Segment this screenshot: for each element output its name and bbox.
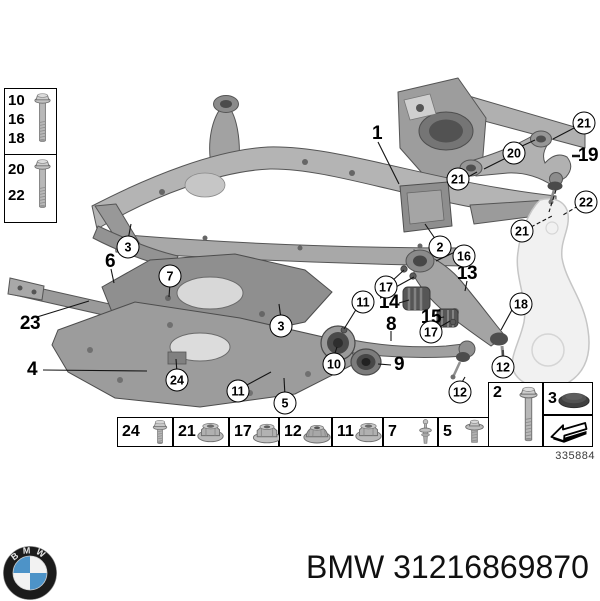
callout-16: 16 [452,244,476,268]
fastener-box-7: 7 [383,417,438,447]
fastener-box-number: 3 [548,389,557,407]
callout-11: 11 [351,290,375,314]
fastener-box-number: 5 [443,423,452,440]
legend-box-bolts: 10 16 18 20 22 [4,88,57,223]
fastener-box-12: 12 [279,417,332,447]
callout-9: 9 [393,354,405,375]
rivet-icon [418,419,433,446]
callout-24: 24 [165,368,189,392]
bmw-logo: BMW [3,545,57,600]
cap-icon [557,388,591,409]
locknut-icon [302,421,332,444]
callout-12: 12 [448,380,472,404]
flange-nut-icon [354,421,383,443]
callout-10: 10 [322,352,346,376]
fastener-box-number: 17 [234,423,252,440]
bolt-icon [152,419,168,446]
hexnut-washer-icon [252,421,282,444]
fastener-box-21: 21 [173,417,229,447]
callout-11: 11 [226,379,250,403]
callout-18: 18 [509,292,533,316]
callout-3: 3 [116,235,140,259]
callout-21: 21 [510,219,534,243]
fastener-box-3: 3 [543,382,593,415]
callout-21: 21 [446,167,470,191]
direction-arrow-box [543,415,593,447]
callout-4: 4 [26,359,38,380]
screw-washer-icon [464,419,485,445]
bolt-long-icon [519,386,538,444]
flange-nut-icon [196,421,225,443]
callout-20: 20 [502,141,526,165]
legend-cell-2: 20 22 [5,155,56,222]
callout-22: 22 [574,190,598,214]
callout-2: 2 [428,235,452,259]
callout-6: 6 [104,251,116,272]
legend-number: 20 [8,161,25,178]
callout-19: 19 [577,145,599,166]
fastener-box-number: 2 [493,384,502,401]
callout-12: 12 [491,355,515,379]
drawing-number: 335884 [555,450,595,462]
legend-cell-1: 10 16 18 [5,89,56,155]
callout-5: 5 [273,391,297,415]
legend-numbers: 20 22 [8,157,32,209]
callout-17: 17 [374,275,398,299]
callout-23: 23 [19,313,41,334]
legend-number: 18 [8,130,25,147]
fastener-box-number: 12 [284,423,302,440]
fastener-box-2: 2 [488,382,543,447]
fastener-box-11: 11 [332,417,383,447]
fastener-box-number: 7 [388,423,397,440]
legend-number: 16 [8,111,25,128]
fastener-box-number: 11 [337,423,354,440]
legend-numbers: 10 16 18 [8,91,32,148]
callout-1: 1 [371,123,383,144]
callout-17: 17 [419,320,443,344]
fastener-box-24: 24 [117,417,173,447]
fastener-box-number: 24 [122,423,140,440]
callout-8: 8 [385,314,397,335]
fastener-box-17: 17 [229,417,279,447]
legend-number: 22 [8,187,25,204]
part-number-caption: BMW 31216869870 [306,549,589,585]
fastener-box-5: 5 [438,417,490,447]
callout-13: 13 [456,263,478,284]
callout-7: 7 [158,264,182,288]
legend-number: 10 [8,92,25,109]
callout-21: 21 [572,111,596,135]
callout-3: 3 [269,314,293,338]
arrow-icon [548,418,589,445]
fastener-box-number: 21 [178,423,196,440]
